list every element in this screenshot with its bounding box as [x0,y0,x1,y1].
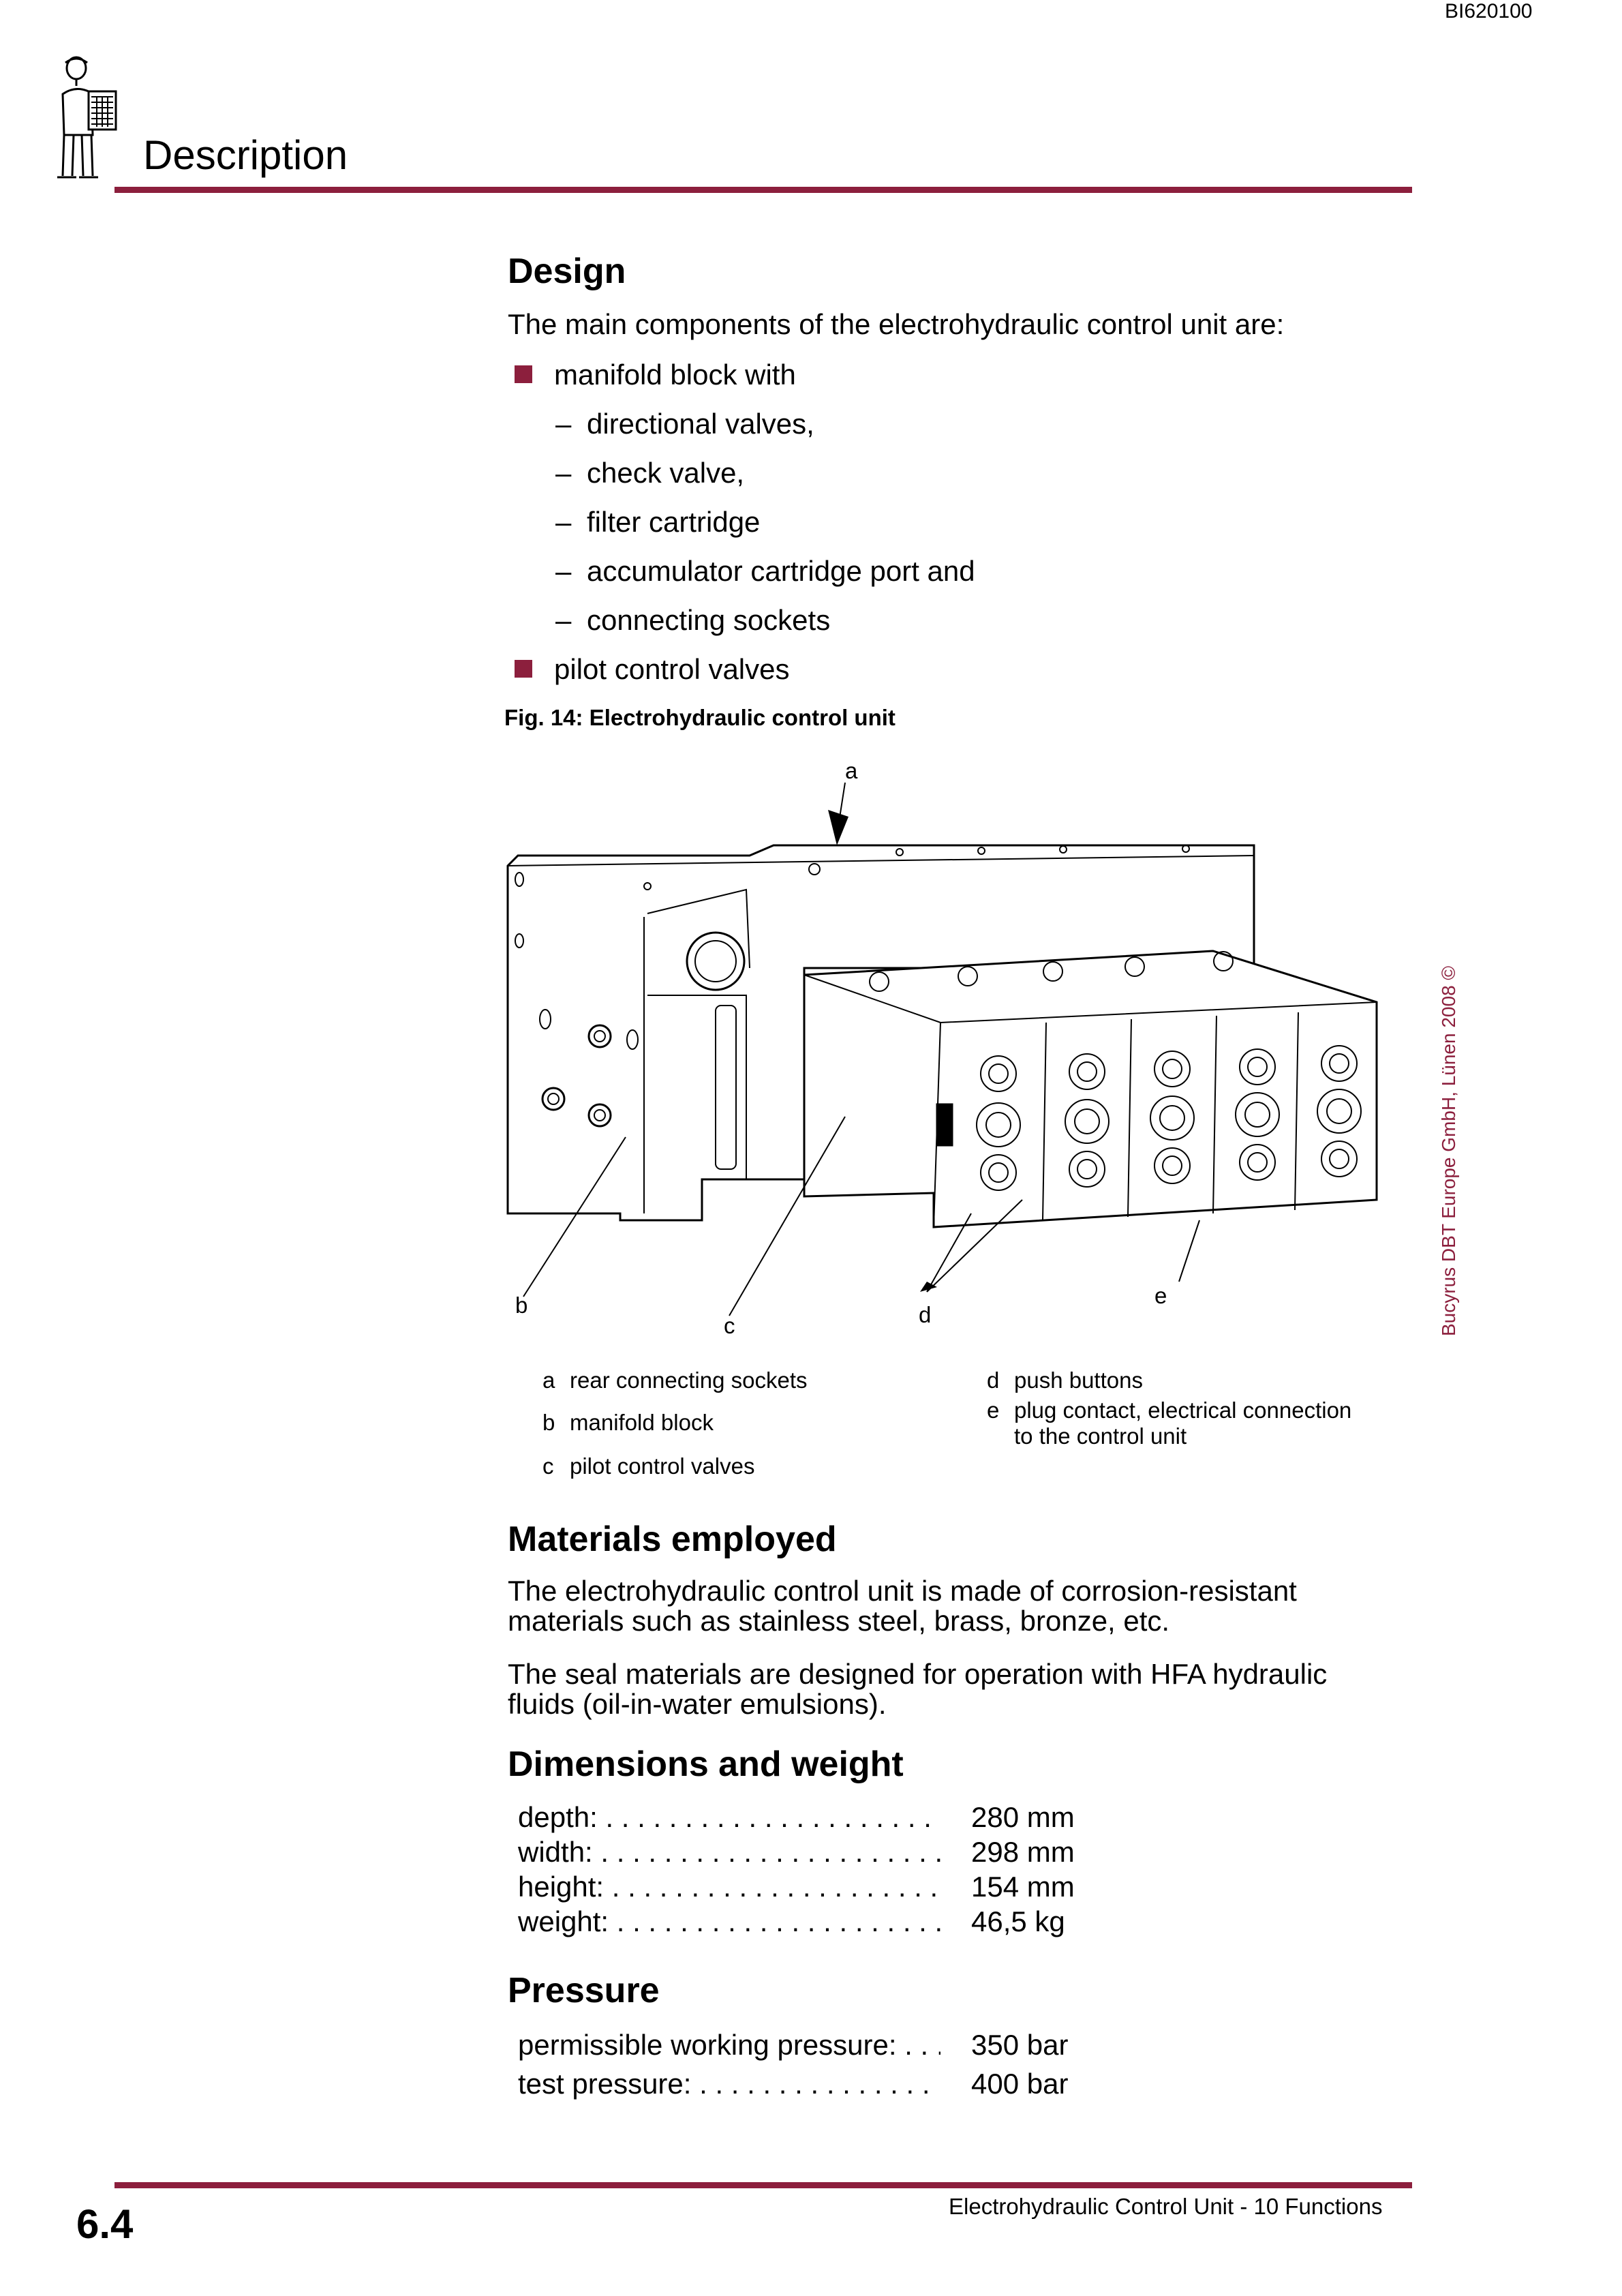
callout-c: c [724,1313,735,1338]
row-value: 280 mm [971,1801,1075,1833]
page-number: 6.4 [76,2201,134,2247]
row-label: height: . . . . . . . . . . . . . . . . … [518,1871,940,1903]
bullet-marker [515,365,532,383]
table-row: permissible working pressure: . . . . . … [518,2027,1199,2062]
document-id: BI620100 [1445,0,1533,22]
row-value: 46,5 kg [971,1905,1065,1937]
dimensions-table: depth: . . . . . . . . . . . . . . . . .… [518,1800,1199,1943]
page-title: Description [143,132,348,178]
control-unit-figure [506,782,1378,1316]
list-item: –directional valves, [508,399,975,449]
row-value: 298 mm [971,1836,1075,1868]
materials-paragraph-1-line-2: materials such as stainless steel, brass… [508,1605,1170,1637]
footer-title: Electrohydraulic Control Unit - 10 Funct… [949,2194,1383,2219]
callout-e: e [1154,1283,1167,1308]
table-row: width: . . . . . . . . . . . . . . . . .… [518,1834,1199,1869]
bullet-marker [515,659,532,678]
materials-paragraph-2-line-1: The seal materials are designed for oper… [508,1658,1328,1690]
table-row: depth: . . . . . . . . . . . . . . . . .… [518,1800,1199,1834]
row-label: width: . . . . . . . . . . . . . . . . .… [518,1836,940,1868]
row-value: 350 bar [971,2029,1069,2061]
materials-paragraph-1-line-1: The electrohydraulic control unit is mad… [508,1575,1297,1607]
list-item: pilot control valves [508,645,975,694]
table-row: height: . . . . . . . . . . . . . . . . … [518,1869,1199,1904]
row-label: test pressure: . . . . . . . . . . . . .… [518,2068,940,2100]
footer-rule [114,2182,1412,2188]
row-value: 154 mm [971,1871,1075,1903]
dash-marker: – [555,604,572,636]
callout-b: b [515,1293,528,1318]
design-heading: Design [508,252,626,291]
technician-reading-icon [57,56,117,179]
row-label: depth: . . . . . . . . . . . . . . . . .… [518,1801,940,1833]
row-label: permissible working pressure: . . . . . … [518,2029,940,2061]
list-item: manifold block with [508,350,975,399]
list-item: –filter cartridge [508,498,975,547]
dash-marker: – [555,408,572,440]
design-intro: The main components of the electrohydrau… [508,308,1285,340]
components-list: manifold block with –directional valves,… [508,350,975,694]
dash-marker: – [555,506,572,538]
row-label: weight: . . . . . . . . . . . . . . . . … [518,1905,940,1937]
row-value: 400 bar [971,2068,1069,2100]
copyright-note: Bucyrus DBT Europe GmbH, Lünen 2008 © [1438,965,1459,1336]
list-item: –connecting sockets [508,596,975,645]
header-rule [114,187,1412,193]
callout-a: a [845,758,858,783]
list-item: –accumulator cartridge port and [508,547,975,596]
list-item: –check valve, [508,449,975,498]
callout-d: d [919,1302,932,1327]
materials-paragraph-2-line-2: fluids (oil-in-water emulsions). [508,1688,887,1720]
pressure-heading: Pressure [508,1971,660,2010]
table-row: test pressure: . . . . . . . . . . . . .… [518,2066,1199,2101]
dash-marker: – [555,555,572,587]
materials-heading: Materials employed [508,1520,837,1559]
dimensions-heading: Dimensions and weight [508,1744,904,1784]
dash-marker: – [555,457,572,489]
pressure-table: permissible working pressure: . . . . . … [518,2027,1199,2109]
figure-caption: Fig. 14: Electrohydraulic control unit [504,705,896,730]
legend-item-continued: to the control unit [1014,1423,1187,1449]
table-row: weight: . . . . . . . . . . . . . . . . … [518,1904,1199,1939]
